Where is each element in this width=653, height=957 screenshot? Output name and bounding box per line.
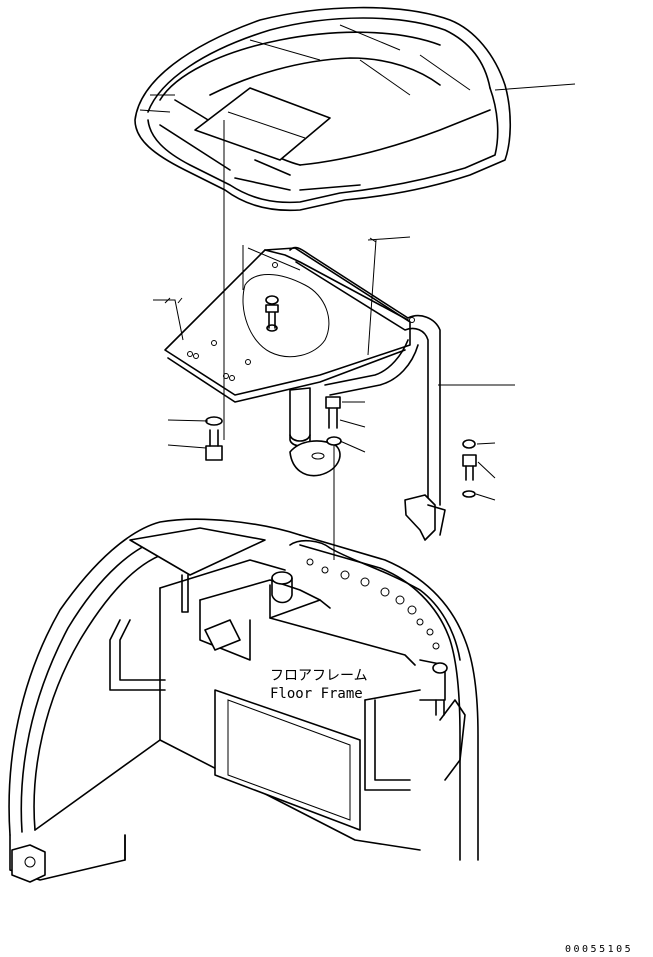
floor-frame-label-jp: フロアフレーム <box>270 668 368 684</box>
hardware-left <box>205 120 225 461</box>
seat-bracket <box>164 247 415 403</box>
floor-frame <box>8 518 479 883</box>
hardware-right <box>462 439 477 498</box>
handrail-pipe <box>289 246 446 541</box>
leader-lines <box>153 83 576 501</box>
document-number: 00055105 <box>565 944 633 955</box>
floor-frame-label-en: Floor Frame <box>270 686 363 702</box>
hardware-center <box>325 396 342 560</box>
seat-cushion <box>134 6 511 212</box>
seat-post <box>289 387 341 477</box>
